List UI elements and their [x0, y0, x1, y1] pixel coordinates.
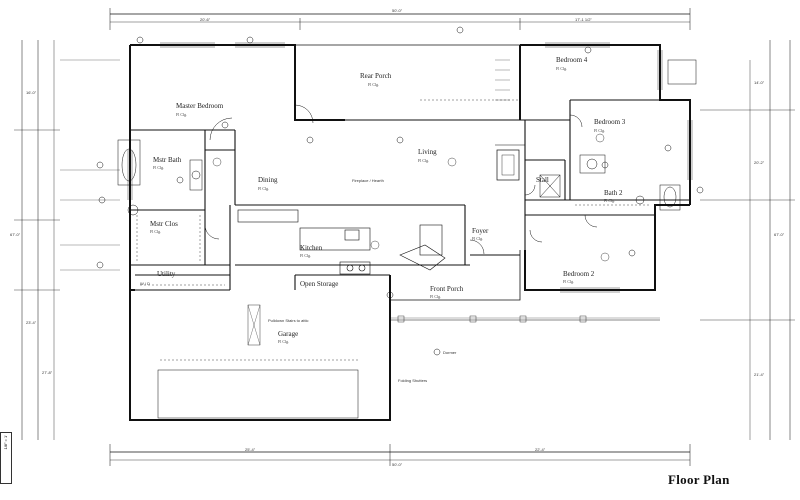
dim-right-seg2: 20'-2": [754, 160, 765, 165]
room-sub-dining: Fl Clg.: [258, 186, 270, 191]
room-sub-mstr-clos: Fl Clg.: [150, 229, 162, 234]
room-label-utility: Utility: [157, 270, 176, 278]
room-label-bedroom-4: Bedroom 4: [556, 56, 588, 64]
room-sub-living: Fl Clg.: [418, 158, 430, 163]
room-sub-kitchen: Fl Clg.: [300, 253, 312, 258]
room-sub-bath-2: Fl Clg.: [604, 198, 616, 203]
room-sub-rear-porch: Fl Clg.: [368, 82, 380, 87]
room-label-bedroom-2: Bedroom 2: [563, 270, 595, 278]
dim-top-seg2: 17'-1 1/2": [575, 17, 592, 22]
room-label-front-porch: Front Porch: [430, 285, 464, 293]
room-label-living: Living: [418, 148, 437, 156]
dim-left-seg3: 27'-8": [42, 370, 53, 375]
room-label-master-bedroom: Master Bedroom: [176, 102, 224, 110]
dim-bottom-seg1: 25'-4": [245, 447, 256, 452]
room-sub-mstr-bath: Fl Clg.: [153, 165, 165, 170]
room-sub-foyer: Fl Clg.: [472, 236, 484, 241]
note-dormer: Dormer: [443, 350, 457, 355]
room-sub-garage: Fl Clg.: [278, 339, 290, 344]
dim-overall-bottom: 50'-0": [392, 462, 403, 467]
room-label-mstr-clos: Mstr Clos: [150, 220, 178, 228]
note-washer-dryer: W / D: [140, 281, 150, 286]
scale-label: 1/8" = 1': [3, 435, 8, 450]
room-label-kitchen: Kitchen: [300, 244, 323, 252]
dim-left-seg2: 23'-4": [26, 320, 37, 325]
room-sub-bedroom-3: Fl Clg.: [594, 128, 606, 133]
dim-right-seg3: 21'-4": [754, 372, 765, 377]
room-sub-master-bedroom: Fl Clg.: [176, 112, 188, 117]
note-fireplace: Fireplace / Hearth: [352, 178, 384, 183]
room-label-bedroom-3: Bedroom 3: [594, 118, 626, 126]
dim-left-total: 67'-0": [10, 232, 21, 237]
room-sub-front-porch: Fl Clg.: [430, 294, 442, 299]
note-folding-shutters: Folding Shutters: [398, 378, 428, 383]
dim-bottom-seg2: 22'-4": [535, 447, 546, 452]
note-pulldown-stairs: Pulldown Stairs to attic: [268, 318, 309, 323]
room-label-bath-2: Bath 2: [604, 189, 623, 197]
dim-left-seg1: 16'-0": [26, 90, 37, 95]
room-label-dining: Dining: [258, 176, 278, 184]
room-sub-bedroom-2: Fl Clg.: [563, 279, 575, 284]
room-label-garage: Garage: [278, 330, 299, 338]
room-sub-bedroom-4: Fl Clg.: [556, 66, 568, 71]
room-label-rear-porch: Rear Porch: [360, 72, 392, 80]
room-label-foyer: Foyer: [472, 227, 489, 235]
page-title: Floor Plan: [668, 472, 730, 487]
dim-right-total: 67'-0": [774, 232, 785, 237]
dim-right-seg1: 14'-0": [754, 80, 765, 85]
scale-tag: 1/8" = 1': [0, 432, 12, 484]
room-label-stall: Stall: [536, 176, 549, 184]
title-block: Floor Plan: [660, 470, 800, 500]
dim-top-seg1: 20'-6": [200, 17, 211, 22]
room-label-mstr-bath: Mstr Bath: [153, 156, 182, 164]
room-label-open-storage: Open Storage: [300, 280, 339, 288]
dim-overall-top: 50'-0": [392, 8, 403, 13]
